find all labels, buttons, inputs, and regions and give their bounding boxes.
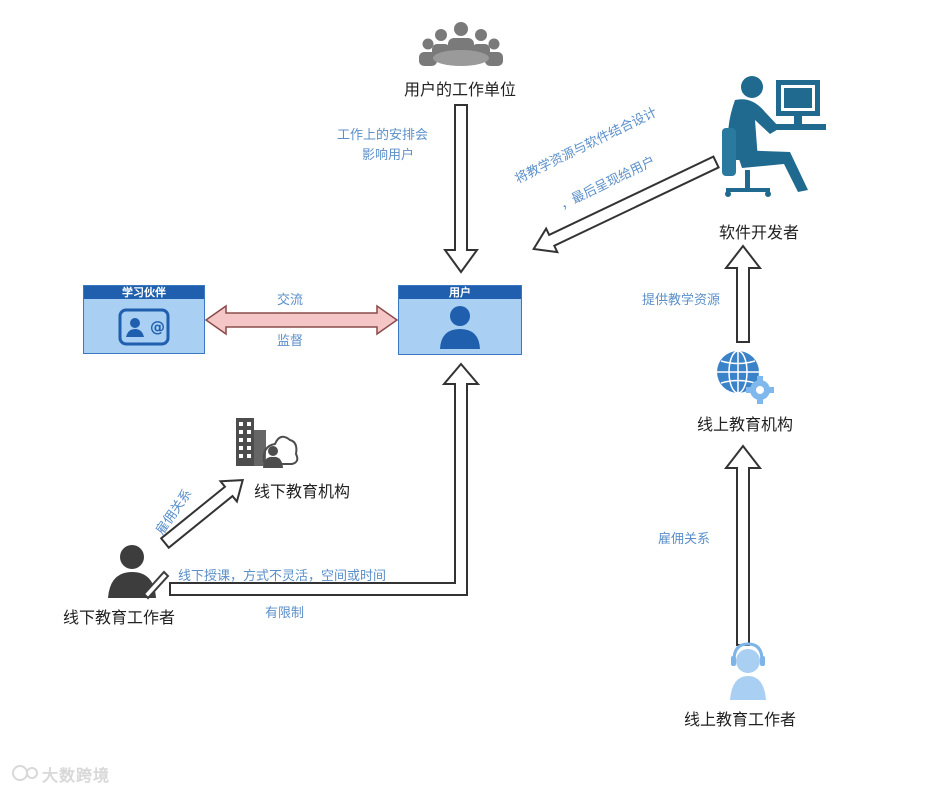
user-title: 用户 [399,286,521,299]
arrow-offline-worker-to-user [169,362,481,596]
user-person-icon [440,306,480,349]
online-worker-label: 线上教育工作者 [684,710,797,729]
globe-gear-icon [717,350,774,404]
offline-teaching-note-line1: 线下授课，方式不灵活，空间或时间 [178,569,387,584]
supervise-note: 监督 [277,334,304,349]
provide-resources-note: 提供教学资源 [642,293,721,308]
watermark-logo-icon [12,765,38,781]
watermark-text: 大数跨境 [42,766,111,785]
study-partner-card: 学习伙伴 @ [83,285,205,354]
person-headset-icon [730,642,766,700]
arrow-partner-user-exchange [204,304,399,336]
contact-card-icon: @ [118,308,170,346]
building-person-icon [236,418,299,468]
offline-worker-label: 线下教育工作者 [63,608,176,627]
offline-org-label: 线下教育机构 [254,482,351,501]
person-writing-icon [108,545,170,600]
online-org-label: 线上教育机构 [697,415,794,434]
software-developer-label: 软件开发者 [719,223,800,242]
user-card: 用户 [398,285,522,355]
svg-text:@: @ [150,318,165,336]
arrow-developer-to-user [532,155,720,254]
arrow-offline-worker-to-offline-org [159,478,245,550]
work-arrangement-note-line2: 影响用户 [362,148,415,163]
arrow-workunit-to-user [443,104,479,274]
developer-at-computer-icon [722,76,826,197]
employment-note-right: 雇佣关系 [658,532,711,547]
arrow-online-org-to-developer [723,244,763,343]
group-meeting-icon [419,22,503,66]
work-unit-label: 用户的工作单位 [404,80,517,99]
work-arrangement-note-line1: 工作上的安排会 [337,128,429,143]
communicate-note: 交流 [277,293,304,308]
offline-teaching-note-line2: 有限制 [265,606,305,621]
arrow-online-worker-to-online-org [723,444,763,646]
study-partner-title: 学习伙伴 [84,286,204,299]
